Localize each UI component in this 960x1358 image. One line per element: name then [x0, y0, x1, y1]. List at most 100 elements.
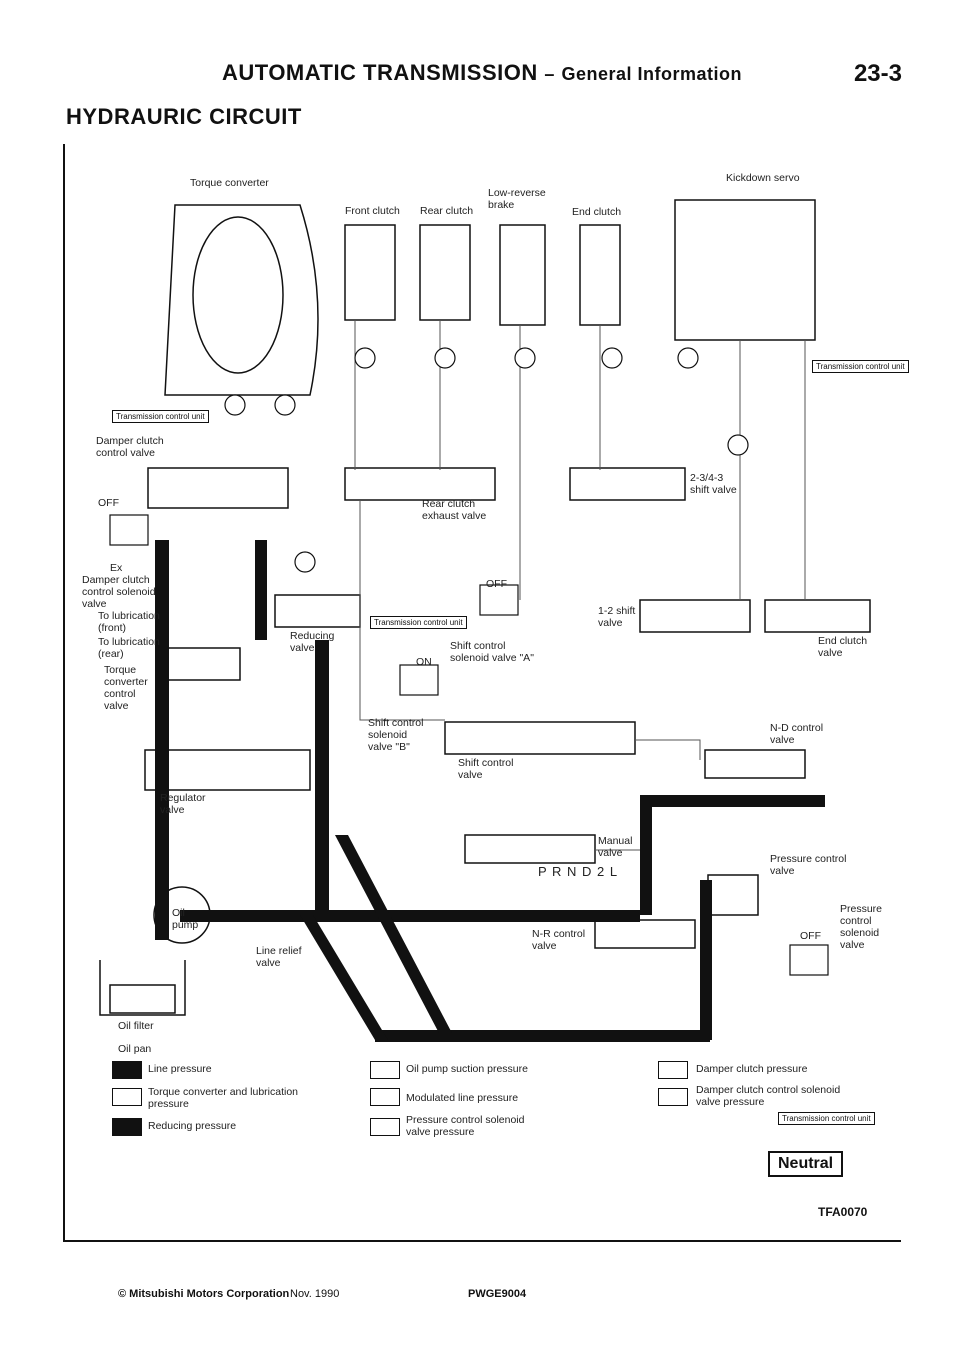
line-pressure-return — [375, 1030, 710, 1042]
orifice-6 — [224, 394, 246, 416]
line-pressure-bottom — [180, 910, 640, 922]
torque-converter-housing — [164, 204, 319, 396]
damper-clutch-valve-body — [147, 467, 289, 509]
shift-234-valve-body — [569, 467, 686, 501]
nd-control-label: N-D control valve — [770, 722, 824, 746]
end-clutch-valve-body — [764, 599, 871, 633]
tcu-box-bottom: Transmission control unit — [778, 1112, 875, 1125]
off-label-left: OFF — [98, 497, 119, 509]
orifice-1 — [354, 347, 376, 369]
rear-clutch-body — [419, 224, 471, 321]
legend-text-2: Torque converter and lubrication pressur… — [148, 1086, 299, 1110]
pc-solenoid-label: Pressure control solenoid valve — [840, 903, 883, 951]
manual-valve-label: Manual valve — [598, 835, 633, 859]
tc-control-valve-body — [164, 647, 241, 681]
line-pressure-main-mid — [315, 640, 329, 920]
tcu-box-left: Transmission control unit — [112, 410, 209, 423]
shift-control-valve-body — [444, 721, 636, 755]
rear-clutch-label: Rear clutch — [420, 205, 474, 217]
line-pressure-nd — [640, 795, 825, 807]
mode-neutral-badge: Neutral — [768, 1151, 844, 1177]
on-label: ON — [416, 656, 432, 668]
orifice-5 — [677, 347, 699, 369]
regulator-valve-body — [144, 749, 311, 791]
line-pressure-right — [640, 795, 652, 915]
legend-swatch-7 — [658, 1061, 688, 1079]
section-title: HYDRAURIC CIRCUIT — [66, 104, 302, 129]
legend-swatch-6 — [370, 1118, 400, 1136]
front-clutch-body — [344, 224, 396, 321]
header-title: AUTOMATIC TRANSMISSION – General Informa… — [222, 60, 743, 85]
low-reverse-brake-label: Low-reverse brake — [488, 187, 546, 211]
solenoid-a — [479, 584, 519, 616]
solenoid-damper — [109, 514, 149, 546]
regulator-valve-label: Regulator valve — [160, 792, 206, 816]
aux-line-8 — [635, 739, 701, 760]
page-number: 23-3 — [853, 60, 902, 87]
end-clutch-body — [579, 224, 621, 326]
manual-valve-body — [464, 834, 596, 864]
prnd-label: P R N D 2 L — [538, 864, 619, 879]
legend-text-7: Damper clutch pressure — [696, 1063, 808, 1075]
legend-text-1: Line pressure — [148, 1063, 212, 1075]
legend-swatch-2 — [112, 1088, 142, 1106]
orifice-7 — [274, 394, 296, 416]
solenoid-pc — [789, 944, 829, 976]
tc-control-valve-label: Torque converter control valve — [104, 664, 148, 712]
oil-filter-label: Oil filter — [118, 1020, 154, 1032]
solenoid-b-label: Shift control solenoid valve "B" — [368, 717, 424, 753]
shift-control-valve-label: Shift control valve — [458, 757, 514, 781]
orifice-8 — [727, 434, 749, 456]
orifice-2 — [434, 347, 456, 369]
kickdown-servo-body — [674, 199, 816, 341]
orifice-9 — [294, 551, 316, 573]
lube-rear-label: To lubrication (rear) — [98, 636, 160, 660]
damper-clutch-valve-label: Damper clutch control valve — [96, 435, 164, 459]
legend-text-8: Damper clutch control solenoid valve pre… — [696, 1084, 841, 1108]
oil-pump-label: Oil pump — [172, 907, 199, 931]
torque-converter-label: Torque converter — [190, 177, 269, 189]
legend-swatch-4 — [370, 1061, 400, 1079]
legend-swatch-1 — [112, 1061, 142, 1079]
shift-12-valve-body — [639, 599, 751, 633]
shift-12-label: 1-2 shift valve — [598, 605, 636, 629]
orifice-4 — [601, 347, 623, 369]
oil-pan-label: Oil pan — [118, 1043, 152, 1055]
oil-filter-body — [109, 984, 176, 1014]
tcu-box-right: Transmission control unit — [812, 360, 909, 373]
line-pressure-pc — [700, 880, 712, 1040]
solenoid-a-label: Shift control solenoid valve "A" — [450, 640, 534, 664]
line-pressure-main-left — [155, 540, 169, 940]
reducing-valve-label: Reducing valve — [290, 630, 335, 654]
line-pressure-diagonal-2 — [335, 835, 453, 1035]
tcu-box-mid: Transmission control unit — [370, 616, 467, 629]
end-clutch-valve-label: End clutch valve — [818, 635, 868, 659]
orifice-3 — [514, 347, 536, 369]
line-pressure-diagonal — [300, 915, 388, 1040]
end-clutch-label: End clutch — [572, 206, 622, 218]
torque-converter-rotor — [192, 216, 284, 374]
legend-swatch-8 — [658, 1088, 688, 1106]
nd-control-valve-body — [704, 749, 806, 779]
aux-line-7 — [359, 500, 445, 721]
rear-clutch-exhaust-body — [344, 467, 496, 501]
nr-control-valve-body — [594, 919, 696, 949]
legend-text-3: Reducing pressure — [148, 1120, 237, 1132]
legend-swatch-5 — [370, 1088, 400, 1106]
page-header: AUTOMATIC TRANSMISSION – General Informa… — [0, 60, 960, 90]
legend-text-5: Modulated line pressure — [406, 1092, 519, 1104]
kickdown-servo-label: Kickdown servo — [726, 172, 800, 184]
reducing-valve-body — [274, 594, 361, 628]
rear-clutch-exhaust-label: Rear clutch exhaust valve — [422, 498, 487, 522]
legend-swatch-3 — [112, 1118, 142, 1136]
line-relief-label: Line relief valve — [256, 945, 302, 969]
solenoid-b — [399, 664, 439, 696]
footer-date: Nov. 1990 — [290, 1288, 340, 1300]
pressure-control-label: Pressure control valve — [770, 853, 847, 877]
nr-control-label: N-R control valve — [532, 928, 586, 952]
figure-frame — [63, 144, 901, 1242]
oil-pan — [99, 960, 186, 1016]
lube-front-label: To lubrication (front) — [98, 610, 160, 634]
footer-code: PWGE9004 — [468, 1288, 527, 1300]
